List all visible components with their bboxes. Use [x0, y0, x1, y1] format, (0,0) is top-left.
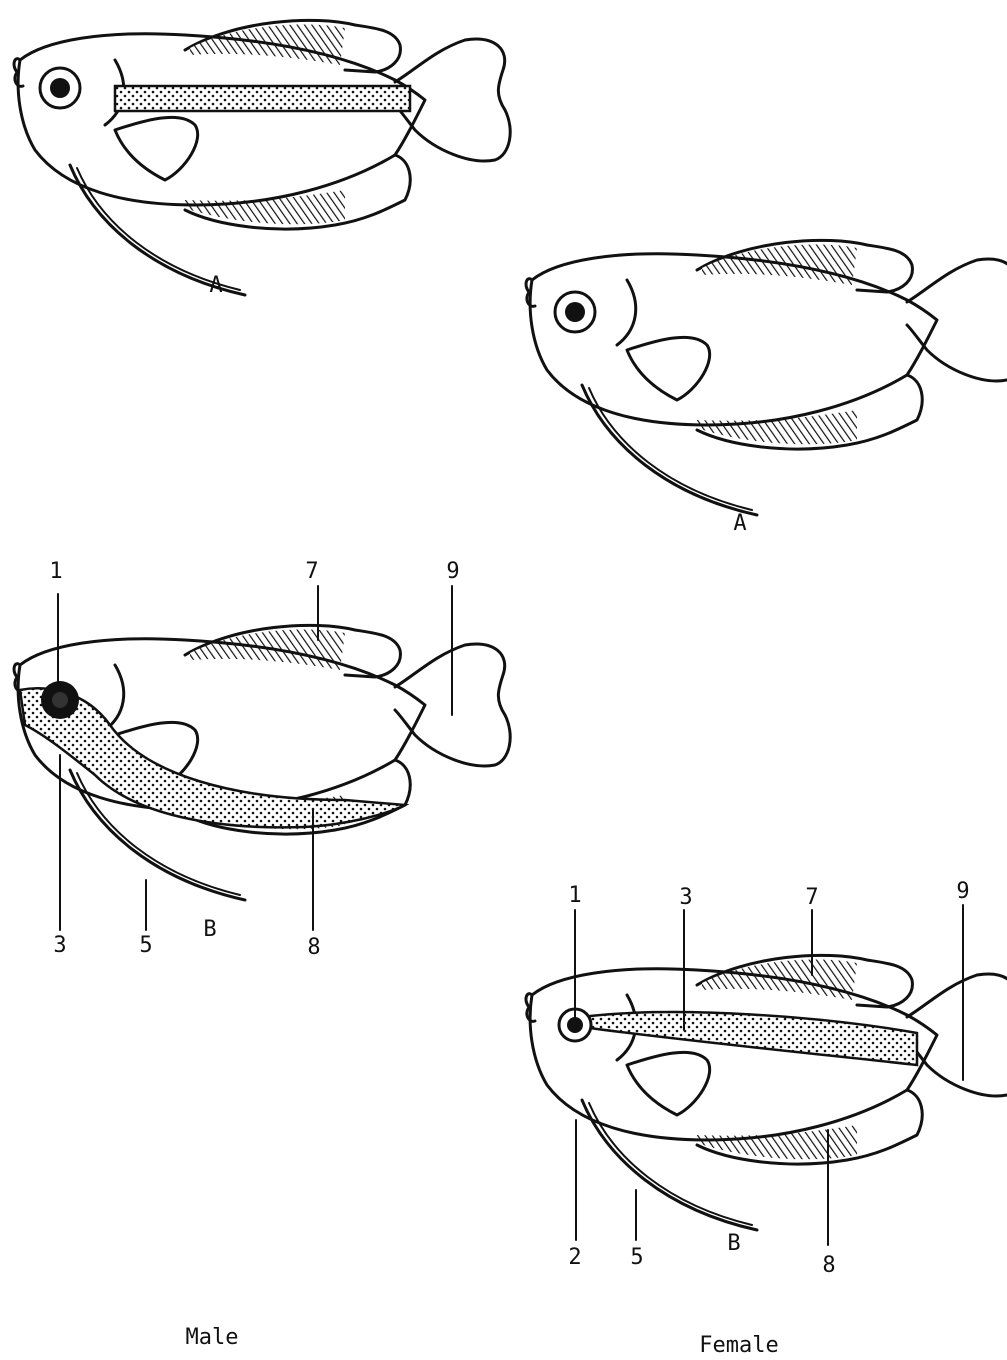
callout-8-male: 8 — [307, 935, 320, 960]
caption-male: Male — [186, 1325, 239, 1350]
fish-male-b — [14, 625, 510, 900]
callout-3-male: 3 — [53, 933, 66, 958]
callout-1-female: 1 — [568, 883, 581, 908]
callout-2-female: 2 — [568, 1245, 581, 1270]
callout-9-male: 9 — [446, 559, 459, 584]
caption-female: Female — [699, 1333, 778, 1358]
callout-1-male: 1 — [49, 559, 62, 584]
callout-5-male: 5 — [139, 933, 152, 958]
callout-3-female: 3 — [679, 885, 692, 910]
fish-male-a — [14, 20, 510, 295]
figure-label-female-a: A — [733, 511, 746, 536]
callout-9-female: 9 — [956, 879, 969, 904]
fish-female-b — [526, 955, 1007, 1230]
figure-label-male-b: B — [203, 917, 216, 942]
figure-label-male-a: A — [209, 273, 222, 298]
callout-7-female: 7 — [805, 885, 818, 910]
callout-7-male: 7 — [305, 559, 318, 584]
callout-5-female: 5 — [630, 1245, 643, 1270]
fish-female-a — [526, 240, 1007, 515]
callout-8-female: 8 — [822, 1253, 835, 1278]
figure-label-female-b: B — [727, 1231, 740, 1256]
